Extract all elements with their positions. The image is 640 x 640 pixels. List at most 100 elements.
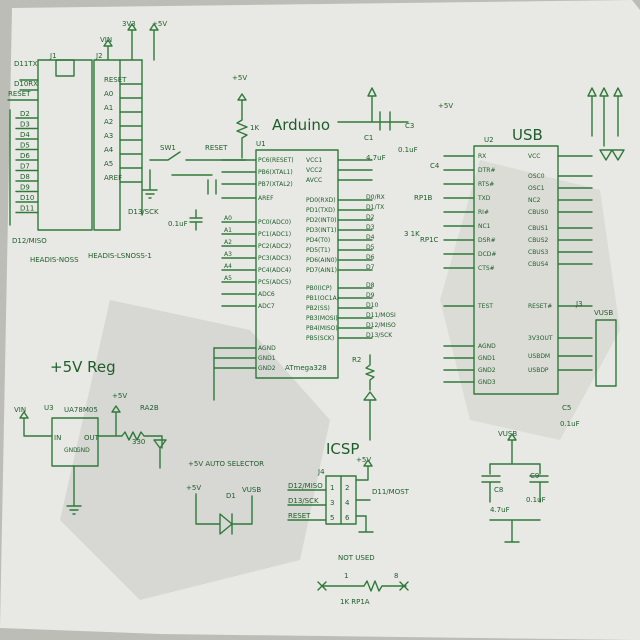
icsp-left-net: D12/MISO — [288, 482, 323, 490]
ft232-left-pin: GND2 — [478, 367, 496, 374]
digital-net-label: D0/RX — [366, 194, 385, 201]
ft232-right-pin: USBDM — [528, 353, 550, 360]
ft232-right-pins: VCCOSC0OSC1NC2CBUS0CBUS1CBUS2CBUS3CBUS4R… — [528, 153, 593, 374]
usb-5v-label: +5V — [438, 102, 453, 110]
v3v3-arrow-icon — [127, 23, 137, 61]
atmega-left-pin: PC0(ADC0) — [258, 219, 291, 226]
atmega-right-pin: PB4(MISO) — [306, 325, 338, 332]
rp1b-label: RP1B — [414, 194, 433, 202]
icsp-left-nets: D12/MISO D13/SCK RESET — [287, 482, 327, 521]
not-used-label: 1K RP1A — [340, 598, 370, 606]
reg-out: OUT — [84, 434, 100, 442]
header-left-pin-label: D9 — [20, 184, 30, 192]
atmega-chip-body — [255, 149, 339, 379]
led-supply-icon — [587, 87, 623, 147]
ft232-left-pin: GND1 — [478, 355, 496, 362]
ft232-left-pin: GND3 — [478, 379, 496, 386]
icsp-right-net: D11/MOST — [372, 488, 410, 496]
atmega-right-pin: PD3(INT1) — [306, 227, 336, 234]
icsp-power-ground-icon — [355, 459, 374, 533]
rx-tx-led-icon — [599, 149, 625, 161]
reg-ground-icon — [66, 465, 82, 515]
digital-net-labels: D0/RXD1/TXD2D3D4D5D6D7D8D9D10D11/MOSID12… — [366, 194, 396, 339]
d1-label: D1 — [226, 492, 236, 500]
j4-label: J4 — [317, 468, 325, 476]
digital-net-label: D4 — [366, 234, 375, 241]
regulator-block: +5V Reg U3 UA78M05 IN GND GND OUT VIN +5… — [14, 358, 167, 515]
c4-label: C4 — [430, 162, 440, 170]
atmega-right-pin: AVCC — [306, 177, 322, 184]
reg-5v: +5V — [112, 392, 127, 400]
reg-chip: UA78M05 — [64, 406, 98, 414]
not-used-title: NOT USED — [338, 554, 375, 562]
reset-net-label: RESET — [205, 144, 228, 152]
c3-value: 0.1uF — [398, 146, 418, 154]
ft232-left-pin: AGND — [478, 343, 496, 350]
atmega-right-pin: PD6(AIN0) — [306, 257, 337, 264]
header-left-pin-label: D6 — [20, 152, 30, 160]
digital-net-label: D10 — [366, 302, 378, 309]
c8-value: 4.7uF — [490, 506, 510, 514]
reset-label: RESET — [8, 90, 31, 98]
ft232-right-pin: CBUS2 — [528, 237, 549, 244]
d11tx-label: D11TX — [14, 60, 38, 68]
caps-vusb: VUSB — [498, 430, 517, 438]
atmega-left-pin: PC4(ADC4) — [258, 267, 291, 274]
digital-net-label: D12/MISO — [366, 322, 396, 329]
atmega-gnd-pin: AGND — [258, 345, 276, 352]
atmega-gnd-pin: GND2 — [258, 365, 276, 372]
ft232-right-pin: CBUS3 — [528, 249, 549, 256]
selector-title: +5V AUTO SELECTOR — [188, 460, 264, 468]
ft232-left-pin: DTR# — [478, 167, 495, 174]
ft232-right-pin: RESET# — [528, 303, 552, 310]
icsp-left-net: RESET — [288, 512, 311, 520]
chip-name: ATmega328 — [285, 364, 327, 372]
atmega-right-pins: VCC1VCC2AVCCPD0(RXD)PD1(TXD)PD2(INT0)PD3… — [306, 157, 373, 342]
ft232-right-pin: 3V3OUT — [528, 335, 553, 342]
regulator-body — [51, 417, 99, 467]
c5-value: 0.1uF — [560, 420, 580, 428]
atmega-right-pin: PB0(ICP) — [306, 285, 332, 292]
bottom-caps-block: VUSB C8 4.7uF C9 0.1uF — [481, 430, 549, 543]
icsp-pin-number: 6 — [345, 514, 350, 522]
atmega-right-pin: PD1(TXD) — [306, 207, 335, 214]
vin-arrow-icon — [19, 411, 53, 437]
header-right-pin-label: RESET — [104, 76, 127, 84]
vin-arrow-icon — [103, 39, 113, 61]
ft232-left-pin: NC1 — [478, 223, 491, 230]
icsp-pin-number: 4 — [345, 499, 350, 507]
header-j2-body — [93, 59, 121, 231]
reg-in: IN — [54, 434, 61, 442]
icsp-5v: +5V — [356, 456, 371, 464]
atmega-gnd-pin: GND1 — [258, 355, 276, 362]
v5-arrow-icon — [149, 23, 159, 61]
icsp-pin-number: 1 — [330, 484, 334, 492]
c1-value: 4.7uF — [366, 154, 386, 162]
ft232-right-pin: VCC — [528, 153, 540, 160]
header-left-pin-label: D7 — [20, 163, 30, 171]
header-left-pin-label: D11 — [20, 205, 34, 213]
atmega-left-pin: PC6(RESET) — [258, 157, 294, 164]
atmega-right-pin: VCC2 — [306, 167, 322, 174]
power-led-circuit-icon — [97, 405, 167, 469]
icsp-left-net: D13/SCK — [288, 497, 319, 505]
headers-block: J1 J2 D11TX D10RX RESET D12/MISO D13/SCK… — [7, 20, 167, 264]
reg-vin: VIN — [14, 406, 26, 414]
ground-icon — [142, 169, 158, 199]
ft232-left-pin: DCD# — [478, 251, 496, 258]
res-330-label: 330 — [132, 438, 145, 446]
c9-value: 0.1uF — [526, 496, 546, 504]
ft232-chip-body — [473, 145, 559, 395]
atmega-right-pin: PD5(T1) — [306, 247, 330, 254]
v5-label: +5V — [152, 20, 167, 28]
decoupling-caps-icon — [481, 433, 549, 543]
ft232-right-pin: CBUS1 — [528, 225, 549, 232]
selector-block: +5V AUTO SELECTOR +5V D1 VUSB — [186, 460, 264, 535]
header-right-pin-label: A2 — [104, 118, 113, 126]
c9-label: C9 — [530, 472, 539, 480]
j3-label: J3 — [575, 300, 583, 308]
digital-net-label: D6 — [366, 254, 375, 261]
adc-net-label: A4 — [224, 263, 232, 270]
atmega-left-pin: PC3(ADC3) — [258, 255, 291, 262]
